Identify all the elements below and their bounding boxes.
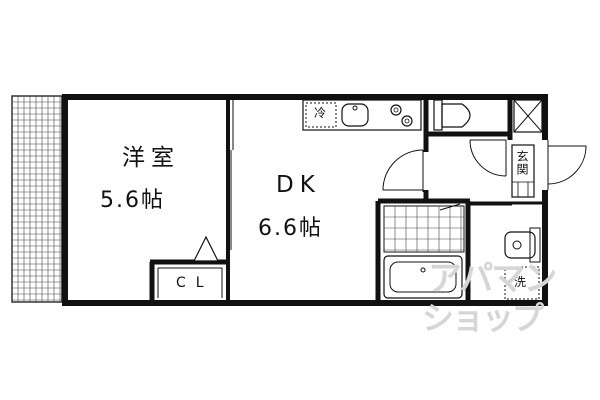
entrance-label: 玄関 — [515, 150, 529, 176]
dk-size: 6.6帖 — [258, 216, 323, 241]
watermark-line2: ショップ — [422, 299, 544, 337]
partition-walls — [226, 97, 234, 303]
toilet-room — [423, 97, 513, 200]
washroom — [470, 201, 545, 300]
bathroom — [375, 198, 512, 303]
western-room-name: 洋室 — [122, 145, 180, 171]
western-room-size: 5.6帖 — [100, 188, 165, 213]
pipe-shaft — [513, 99, 543, 133]
balcony — [11, 95, 63, 303]
fridge-label: 冷 — [314, 106, 327, 120]
dk-door — [382, 149, 430, 192]
closet — [149, 235, 228, 303]
watermark-line1: アパマン — [428, 259, 557, 299]
entrance — [511, 140, 587, 198]
washer-label: 洗 — [514, 275, 527, 289]
kitchen-counter — [302, 99, 422, 131]
closet-label: CL — [176, 275, 214, 291]
dk-name: DK — [276, 172, 321, 198]
